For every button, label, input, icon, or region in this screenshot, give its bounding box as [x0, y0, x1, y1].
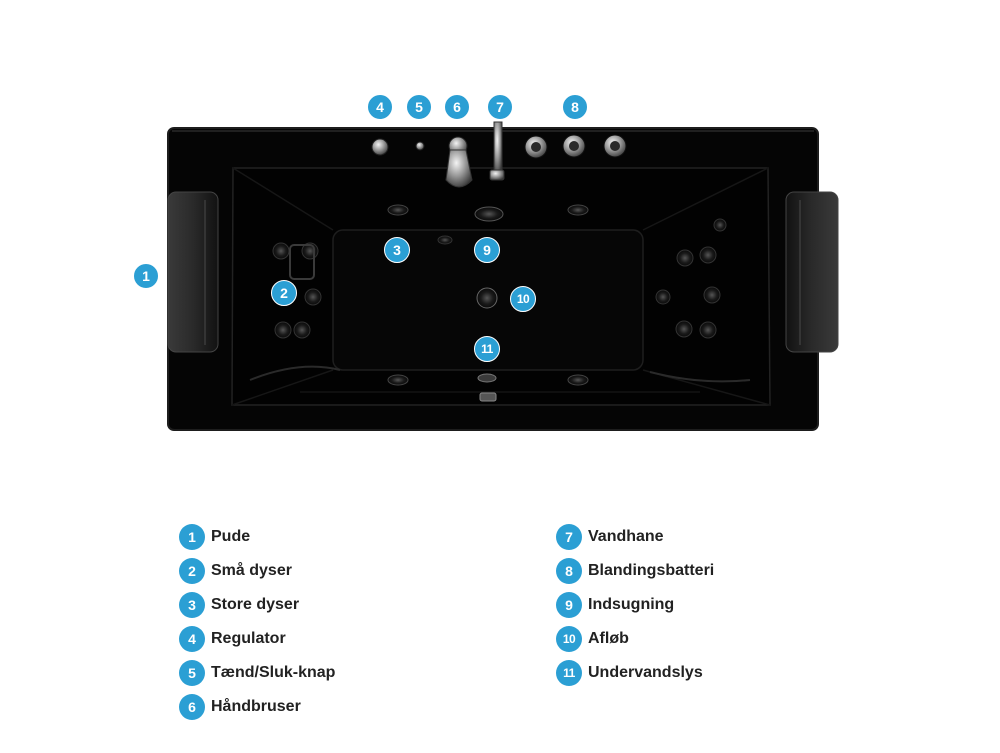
legend-number: 10: [556, 626, 582, 652]
callout-9: 9: [474, 237, 500, 263]
legend-number: 11: [556, 660, 582, 686]
legend-number: 3: [179, 592, 205, 618]
callout-4: 4: [367, 94, 393, 120]
callout-2: 2: [271, 280, 297, 306]
legend-number: 6: [179, 694, 205, 720]
power-button: [415, 141, 425, 151]
legend-label: Undervandslys: [588, 664, 703, 681]
suction-grille: [474, 206, 504, 222]
legend-number: 5: [179, 660, 205, 686]
legend-label: Små dyser: [211, 562, 292, 579]
legend-number: 2: [179, 558, 205, 584]
legend-label: Pude: [211, 528, 251, 545]
regulator-knob: [371, 138, 389, 156]
legend-label: Vandhane: [588, 528, 664, 545]
callout-3: 3: [384, 237, 410, 263]
small-jets-right: [655, 218, 727, 339]
callout-11: 11: [474, 336, 500, 362]
legend-item: 8 Blandingsbatteri: [556, 557, 714, 585]
callout-1: 1: [133, 263, 159, 289]
underwater-light: [477, 373, 497, 383]
legend-label: Tænd/Sluk-knap: [211, 664, 336, 681]
legend-label: Store dyser: [211, 596, 300, 613]
faucet: [489, 121, 505, 181]
legend-item: 6 Håndbruser: [179, 693, 301, 721]
callout-8: 8: [562, 94, 588, 120]
legend-item: 10 Afløb: [556, 625, 629, 653]
legend-number: 9: [556, 592, 582, 618]
legend-number: 8: [556, 558, 582, 584]
right-pillow: [785, 191, 839, 353]
callout-6: 6: [444, 94, 470, 120]
legend-label: Blandingsbatteri: [588, 562, 715, 579]
legend-label: Afløb: [588, 630, 629, 647]
legend-number: 4: [179, 626, 205, 652]
legend-label: Regulator: [211, 630, 286, 647]
callout-10: 10: [510, 286, 536, 312]
mixer-knobs: [524, 134, 627, 159]
legend-item: 5 Tænd/Sluk-knap: [179, 659, 335, 687]
hand-shower: [445, 136, 473, 188]
legend-label: Håndbruser: [211, 698, 301, 715]
legend-number: 7: [556, 524, 582, 550]
legend-item: 3 Store dyser: [179, 591, 299, 619]
callout-5: 5: [406, 94, 432, 120]
legend-item: 2 Små dyser: [179, 557, 292, 585]
legend-item: 11 Undervandslys: [556, 659, 703, 687]
large-jets: [387, 204, 589, 386]
legend-item: 9 Indsugning: [556, 591, 674, 619]
left-pillow: [167, 191, 219, 353]
callout-7: 7: [487, 94, 513, 120]
legend-number: 1: [179, 524, 205, 550]
drain: [476, 287, 498, 309]
legend-item: 4 Regulator: [179, 625, 286, 653]
legend-label: Indsugning: [588, 596, 675, 613]
legend-item: 1 Pude: [179, 523, 250, 551]
legend-item: 7 Vandhane: [556, 523, 664, 551]
